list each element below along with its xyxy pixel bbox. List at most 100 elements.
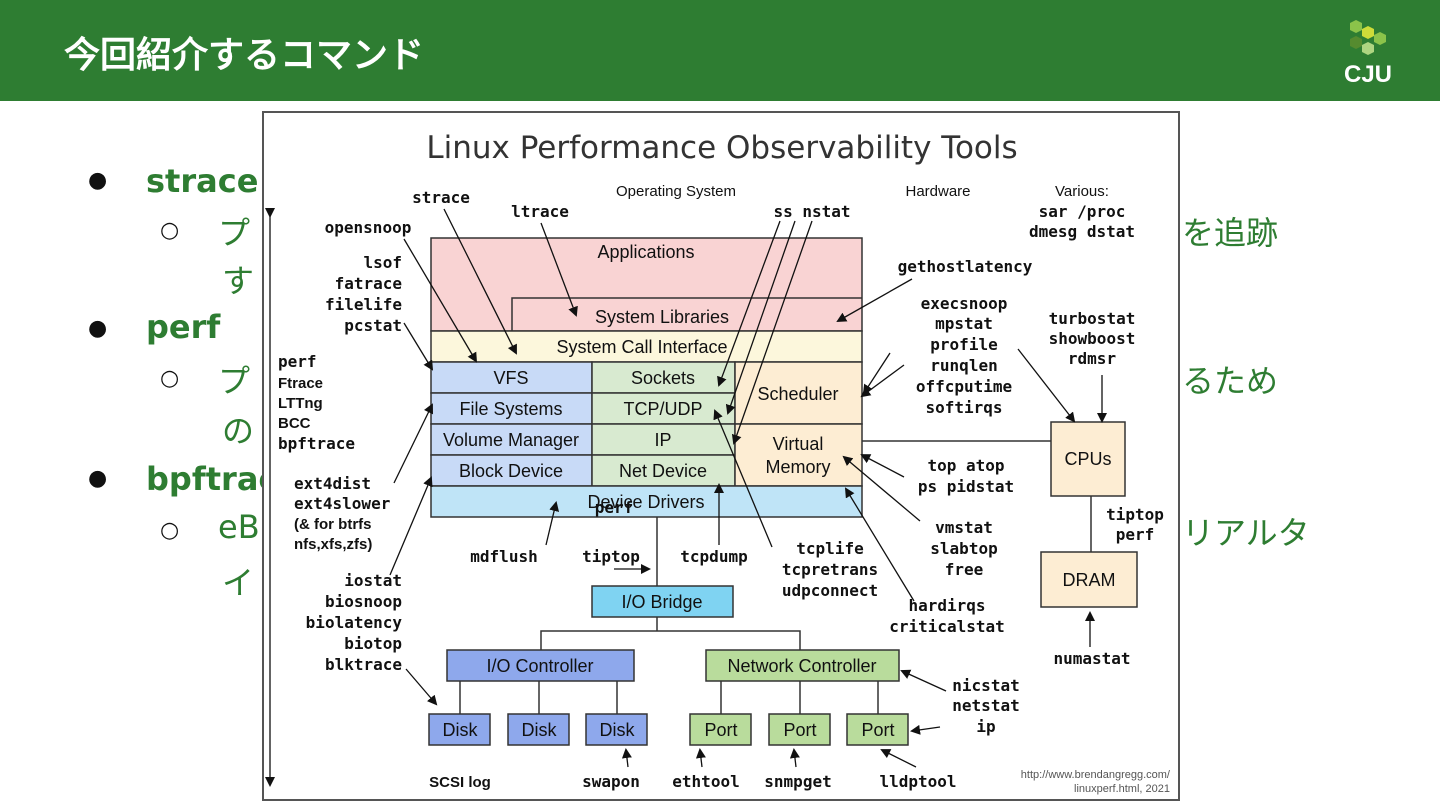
- tool-ethtool: ethtool: [672, 772, 739, 791]
- box-io-bridge: [591, 585, 734, 618]
- tool-filelife: filelife: [325, 295, 402, 314]
- sub-bullet-text: の: [222, 412, 255, 450]
- label-disk: Disk: [600, 720, 636, 740]
- tool-slabtop: slabtop: [930, 539, 997, 558]
- label-port: Port: [783, 720, 816, 740]
- tool-biotop: biotop: [344, 634, 402, 653]
- diagram-canvas: Linux Performance Observability Tools Op…: [265, 130, 1171, 795]
- tool-offcputime: offcputime: [916, 377, 1012, 396]
- tool-fatrace: fatrace: [335, 274, 402, 293]
- label-io-controller: I/O Controller: [486, 656, 593, 676]
- tool-udpconnect: udpconnect: [782, 581, 878, 600]
- tool-biolatency: biolatency: [306, 613, 403, 632]
- box-syscall-interface: [430, 330, 863, 363]
- label-tcp-udp: TCP/UDP: [623, 399, 702, 419]
- tool-iostat: iostat: [344, 571, 402, 590]
- sub-bullet-text: す: [222, 262, 255, 300]
- tool-rdmsr: rdmsr: [1068, 349, 1116, 368]
- box-network-controller: [705, 649, 900, 682]
- bullet-marker: ●: [88, 466, 108, 491]
- box-port: [846, 713, 909, 746]
- box-dram: [1040, 551, 1138, 608]
- diagram-arrows: [265, 208, 1107, 787]
- bullet-bpftrace: bpftrac: [146, 460, 278, 498]
- box-disk: [585, 713, 648, 746]
- tool-perf-hw: perf: [1116, 525, 1155, 544]
- box-tcp-udp: [591, 392, 736, 425]
- right-fragment: るため: [1182, 362, 1279, 400]
- tool-execsnoop: execsnoop: [921, 294, 1008, 313]
- tool-softirqs: softirqs: [925, 398, 1002, 417]
- label-operating-system: Operating System: [616, 183, 736, 200]
- tool-opensnoop: opensnoop: [325, 218, 412, 237]
- tool-tcpretrans: tcpretrans: [782, 560, 878, 579]
- linux-perf-diagram: Linux Performance Observability Tools Op…: [262, 111, 1180, 801]
- tool-showboost: showboost: [1049, 329, 1136, 348]
- bullet-marker: ●: [88, 316, 108, 341]
- tool-numastat: numastat: [1053, 649, 1130, 668]
- logo-text: CJU: [1344, 61, 1392, 88]
- tool-scsi-log: SCSI log: [429, 774, 491, 791]
- sub-bullet-text: eB: [218, 508, 260, 546]
- label-system-libraries: System Libraries: [595, 307, 729, 327]
- tool-ftrace: Ftrace: [278, 375, 323, 392]
- label-applications: Applications: [597, 242, 694, 262]
- label-device-drivers: Device Drivers: [587, 492, 704, 512]
- tool-hardirqs: hardirqs: [908, 596, 985, 615]
- label-various: Various:: [1055, 183, 1109, 200]
- source-year: linuxperf.html, 2021: [1074, 783, 1170, 795]
- tool-criticalstat: criticalstat: [889, 617, 1005, 636]
- tool-ext4slower: ext4slower: [294, 494, 390, 513]
- tool-ltrace: ltrace: [511, 202, 569, 221]
- tool-mdflush: mdflush: [470, 547, 537, 566]
- bullet-strace: strace: [146, 162, 259, 200]
- tool-pcstat: pcstat: [344, 316, 402, 335]
- right-fragment: リアルタ: [1182, 514, 1310, 552]
- sub-bullet-text: イ: [222, 564, 255, 602]
- tool-lttng: LTTng: [278, 395, 323, 412]
- tool-nicstat: nicstat: [952, 676, 1019, 695]
- tool-tcpdump: tcpdump: [680, 547, 747, 566]
- tool-top-atop: top atop: [927, 456, 1004, 475]
- tool-gethostlatency: gethostlatency: [898, 257, 1033, 276]
- sub-bullet-marker: ○: [160, 218, 180, 243]
- label-port: Port: [861, 720, 894, 740]
- tool-for-btrfs: (& for btrfs: [294, 516, 372, 533]
- box-disk: [507, 713, 570, 746]
- label-virtual: Virtual: [773, 434, 824, 454]
- tool-nfs-xfs-zfs: nfs,xfs,zfs): [294, 536, 372, 553]
- cju-logo: CJU: [1344, 20, 1392, 88]
- tool-lldptool: lldptool: [879, 772, 956, 791]
- tool-tiptop: tiptop: [1106, 505, 1164, 524]
- tool-blktrace: blktrace: [325, 655, 402, 674]
- label-dram: DRAM: [1063, 570, 1116, 590]
- label-disk: Disk: [522, 720, 558, 740]
- sub-bullet-text: プ: [218, 362, 251, 400]
- label-sockets: Sockets: [631, 368, 695, 388]
- source-url: http://www.brendangregg.com/: [1021, 769, 1171, 781]
- tool-ip: ip: [976, 717, 995, 736]
- tool-ps-pidstat: ps pidstat: [918, 477, 1014, 496]
- tool-bcc: BCC: [278, 415, 311, 432]
- sub-bullet-marker: ○: [160, 518, 180, 543]
- label-ip: IP: [654, 430, 671, 450]
- tool-dmesg-dstat: dmesg dstat: [1029, 222, 1135, 241]
- sub-bullet-marker: ○: [160, 366, 180, 391]
- tool-tiptop-io: tiptop: [582, 547, 640, 566]
- tool-vmstat: vmstat: [935, 518, 993, 537]
- label-scheduler: Scheduler: [757, 384, 838, 404]
- slide-title: 今回紹介するコマンド: [64, 35, 425, 76]
- label-net-device: Net Device: [619, 461, 707, 481]
- tool-perf: perf: [278, 352, 317, 371]
- label-syscall-interface: System Call Interface: [556, 337, 727, 357]
- tool-ext4dist: ext4dist: [294, 474, 371, 493]
- label-memory: Memory: [765, 457, 830, 477]
- tool-ss-nstat: ss nstat: [773, 202, 850, 221]
- bullet-perf: perf: [146, 308, 221, 346]
- right-fragment: を追跡: [1182, 214, 1279, 252]
- label-volume-manager: Volume Manager: [443, 430, 579, 450]
- tool-netstat: netstat: [952, 696, 1019, 715]
- label-file-systems: File Systems: [459, 399, 562, 419]
- label-hardware: Hardware: [905, 183, 970, 200]
- tool-lsof: lsof: [363, 253, 402, 272]
